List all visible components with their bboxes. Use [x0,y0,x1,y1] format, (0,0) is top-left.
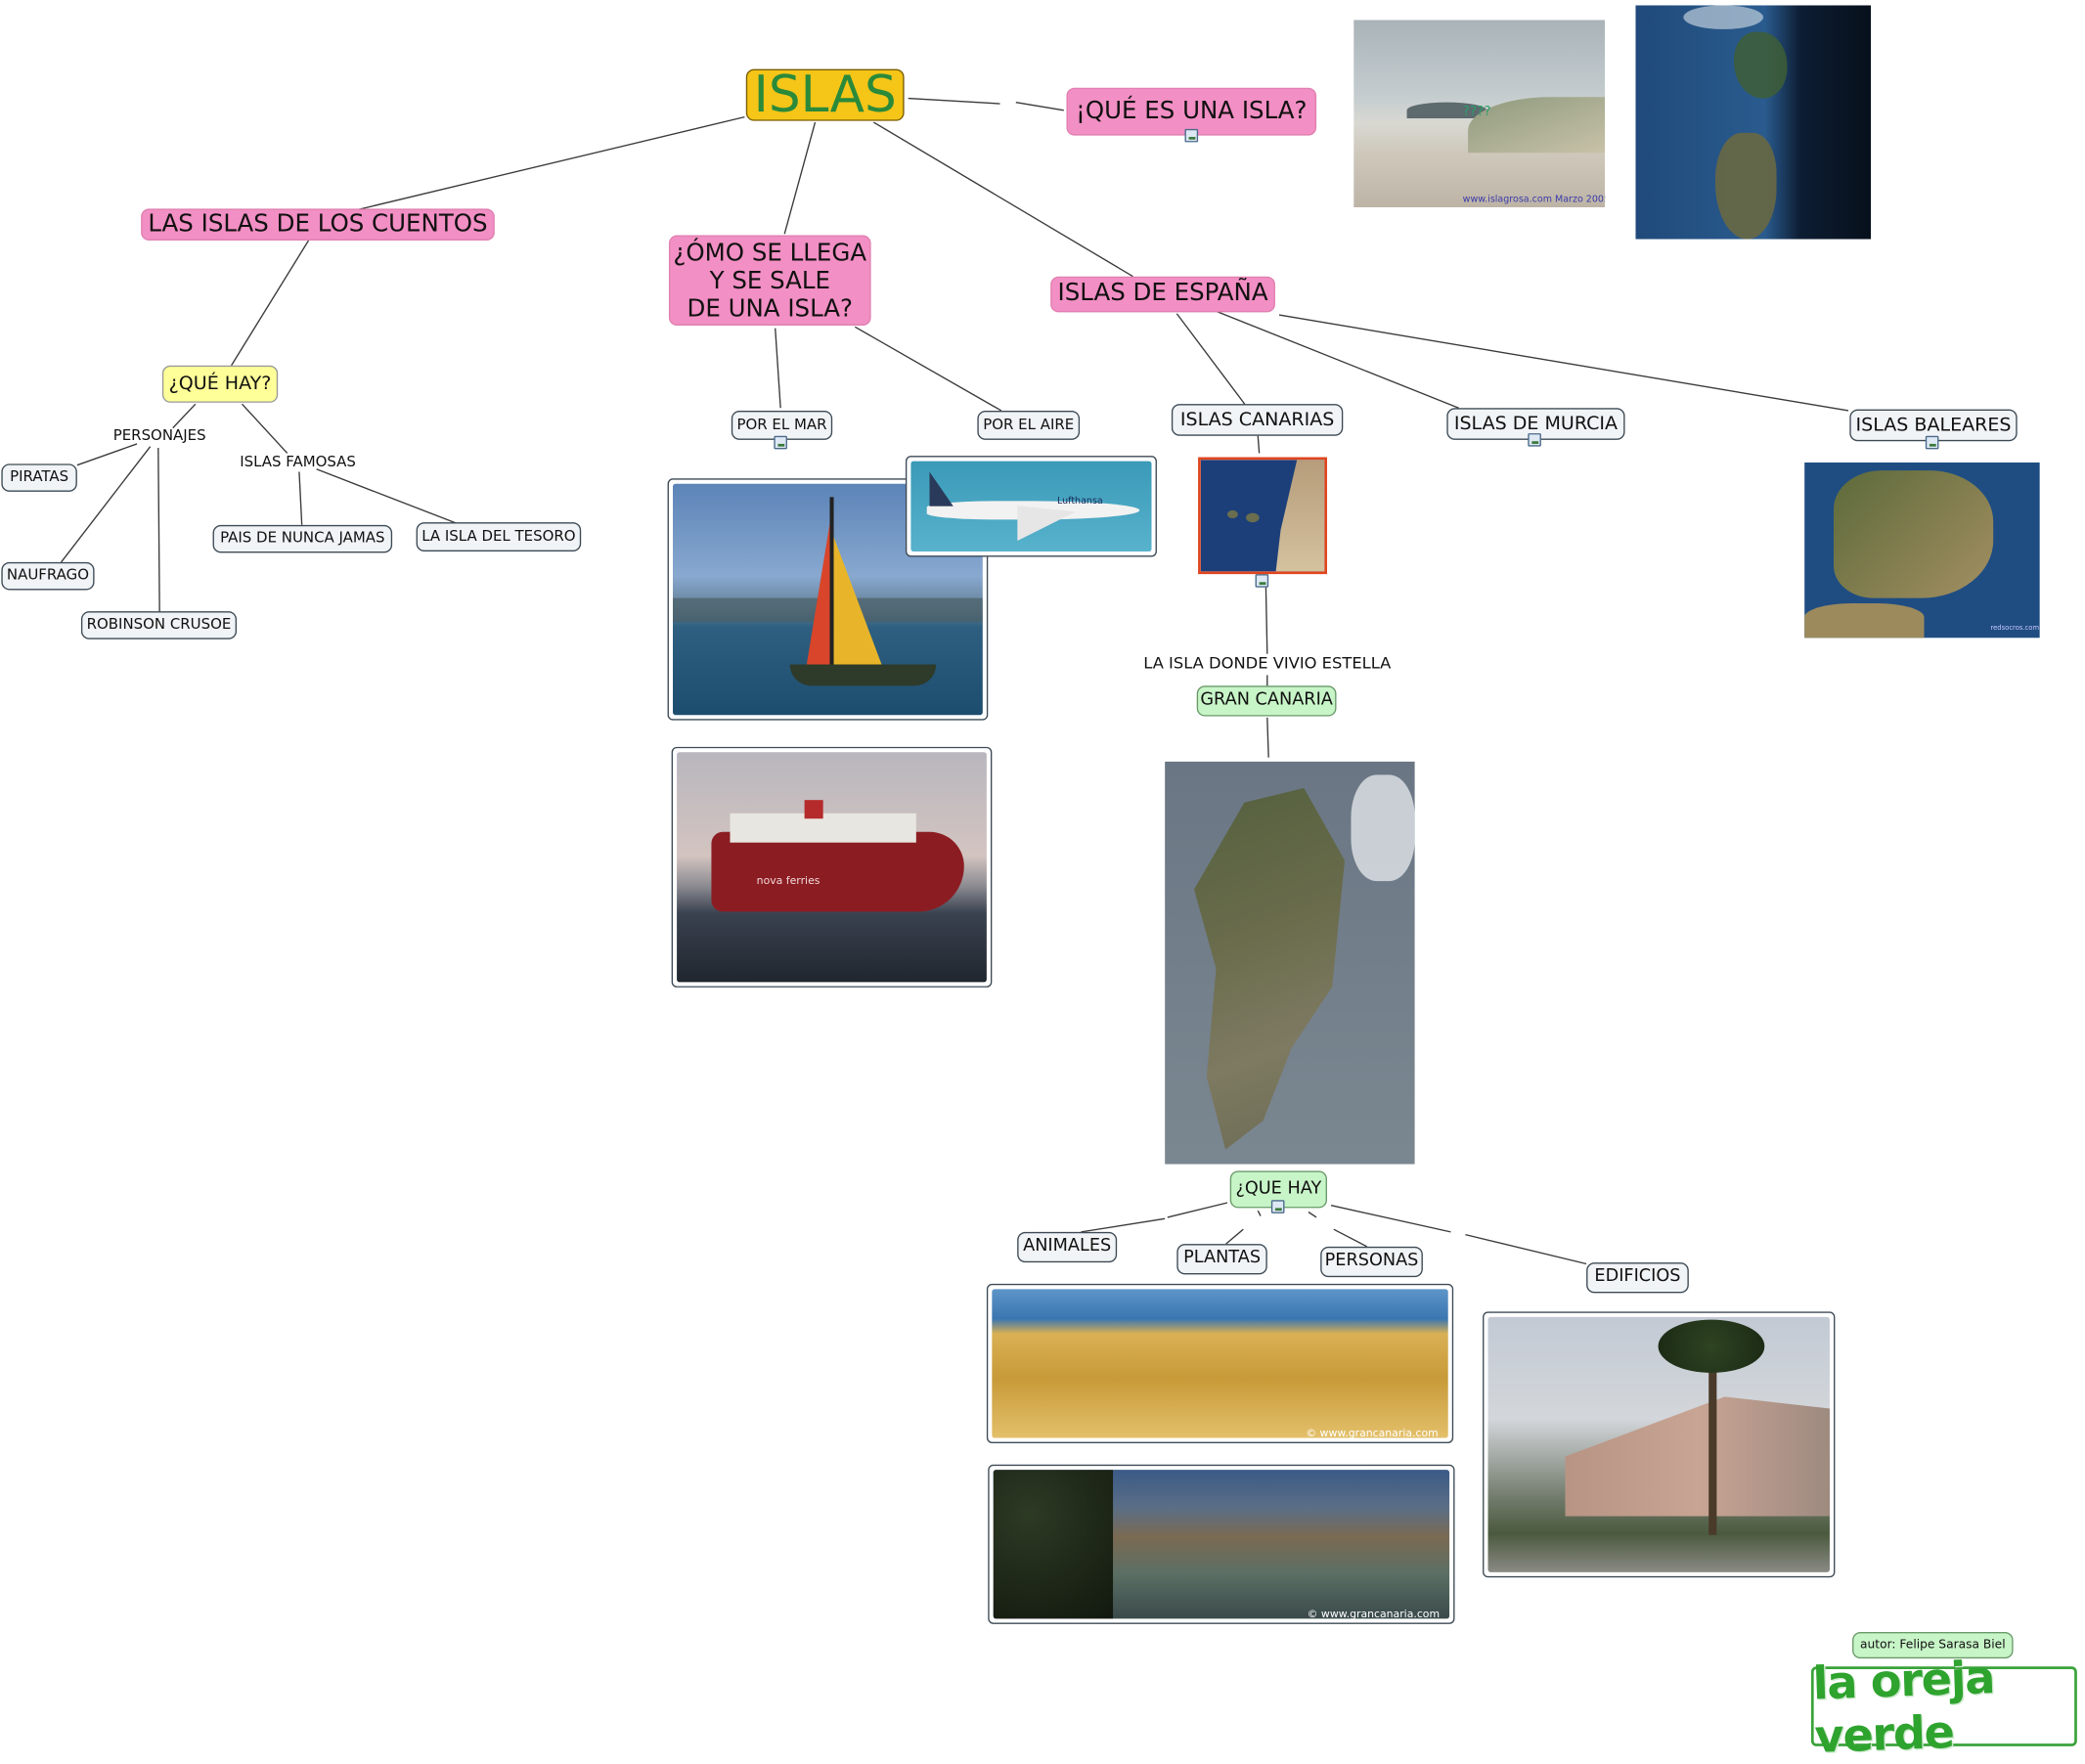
ferry-photo[interactable]: nova ferries [672,747,993,988]
como-line-3: DE UNA ISLA? [687,294,853,323]
node-islas-de-espana[interactable]: ISLAS DE ESPAÑA [1050,277,1275,313]
gran-canaria-satellite-photo[interactable] [1165,762,1415,1165]
node-edificios[interactable]: EDIFICIOS [1586,1262,1689,1293]
document-attachment-icon[interactable] [1528,433,1541,447]
lake-photo[interactable]: © www.grancanaria.com [988,1465,1454,1624]
como-line-2: Y SE SALE [710,266,830,294]
airplane-photo[interactable]: Lufthansa [906,456,1157,556]
beach-question-marks: ???? [1463,105,1491,119]
node-por-el-aire[interactable]: POR EL AIRE [977,411,1080,440]
plane-brand: Lufthansa [1057,496,1103,507]
node-robinson-crusoe[interactable]: ROBINSON CRUSOE [81,611,237,639]
image-attachment-icon[interactable] [1256,574,1269,588]
node-piratas[interactable]: PIRATAS [1,463,77,492]
ferry-brand: nova ferries [757,874,821,886]
image-attachment-icon[interactable] [1184,129,1198,143]
root-node-islas[interactable]: ISLAS [746,69,905,121]
beach-credit: www.islagrosa.com Marzo 2005 [1463,194,1605,204]
image-attachment-icon[interactable] [1926,436,1939,450]
node-pais-de-nunca-jamas[interactable]: PAIS DE NUNCA JAMAS [213,525,393,553]
node-como-se-llega[interactable]: ¿ÓMO SE LLEGA Y SE SALE DE UNA ISLA? [669,236,871,326]
node-animales[interactable]: ANIMALES [1017,1232,1117,1262]
lake-credit: © www.grancanaria.com [1308,1609,1440,1619]
node-personas[interactable]: PERSONAS [1320,1247,1423,1277]
node-que-hay-cuentos[interactable]: ¿QUÉ HAY? [162,366,278,403]
node-la-isla-del-tesoro[interactable]: LA ISLA DEL TESORO [417,522,582,551]
label-islas-famosas: ISLAS FAMOSAS [237,453,359,471]
baleares-credit: redsocros.com [1990,625,2039,633]
iberian-peninsula-satellite-photo[interactable]: redsocros.com [1804,463,2040,638]
la-oreja-verde-logo[interactable]: la oreja verde [1811,1666,2077,1746]
label-personajes: PERSONAJES [109,426,209,445]
document-attachment-icon[interactable] [1271,1200,1285,1213]
beach-island-photo[interactable]: ???? www.islagrosa.com Marzo 2005 [1353,20,1605,207]
node-naufrago[interactable]: NAUFRAGO [1,562,94,591]
node-islas-canarias[interactable]: ISLAS CANARIAS [1172,404,1343,436]
buildings-photo[interactable] [1483,1311,1835,1577]
node-gran-canaria[interactable]: GRAN CANARIA [1197,685,1337,716]
earth-from-space-photo[interactable] [1635,5,1871,239]
node-islas-de-los-cuentos[interactable]: LAS ISLAS DE LOS CUENTOS [141,208,495,241]
canary-islands-satellite-photo[interactable] [1198,458,1327,575]
dunes-credit: © www.grancanaria.com [1306,1428,1438,1438]
image-attachment-icon[interactable] [774,436,787,450]
label-la-isla-donde-vivio-estella: LA ISLA DONDE VIVIO ESTELLA [1137,654,1398,676]
dunes-photo[interactable]: © www.grancanaria.com [987,1284,1453,1443]
node-plantas[interactable]: PLANTAS [1176,1244,1266,1274]
logo-text: la oreja verde [1812,1649,2076,1764]
como-line-1: ¿ÓMO SE LLEGA [673,239,866,267]
